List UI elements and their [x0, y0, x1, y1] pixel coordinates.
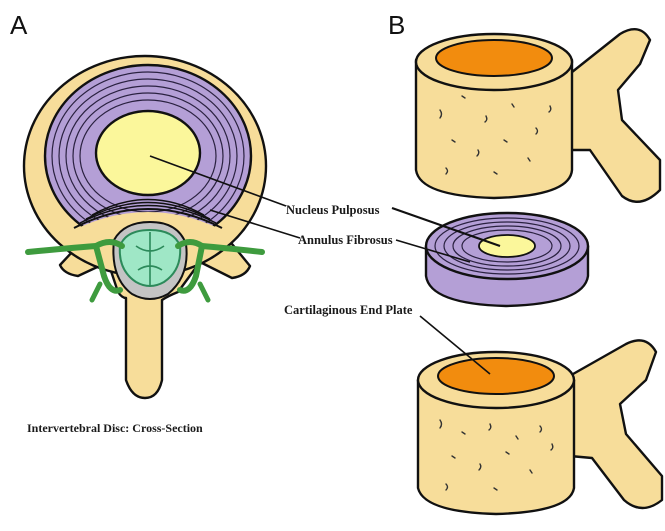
panel-a-label: A: [10, 10, 28, 40]
lower-vertebra: [418, 340, 662, 514]
panel-b-label: B: [388, 10, 405, 40]
nucleus-pulposus: [96, 111, 200, 195]
label-nucleus-pulposus: Nucleus Pulposus: [286, 203, 380, 217]
label-cartilaginous-end-plate: Cartilaginous End Plate: [284, 303, 413, 317]
intervertebral-disc: [426, 213, 588, 306]
cross-section-vertebra: [24, 56, 266, 398]
lower-endplate: [438, 358, 554, 394]
figure-caption: Intervertebral Disc: Cross-Section: [27, 421, 203, 435]
label-annulus-fibrosus: Annulus Fibrosus: [298, 233, 393, 247]
upper-vertebra: [416, 29, 660, 202]
upper-endplate: [436, 40, 552, 76]
disc-nucleus: [479, 235, 535, 257]
